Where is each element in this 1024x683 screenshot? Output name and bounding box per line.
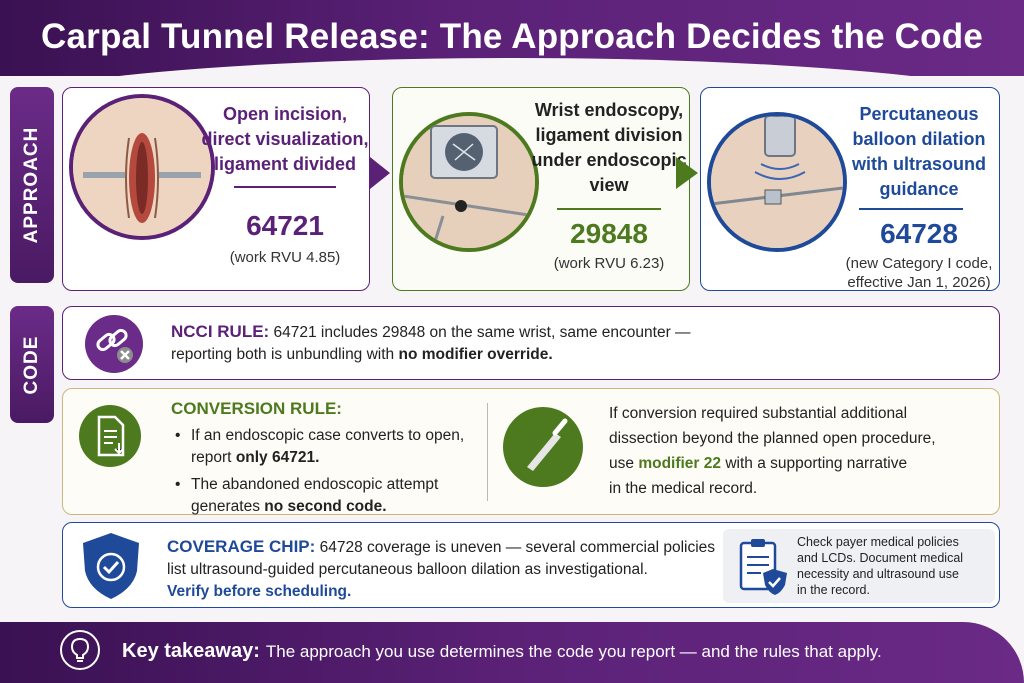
bullet-no-second-code: The abandoned endoscopic attemptgenerate… <box>175 474 475 518</box>
endoscopy-image <box>399 112 539 252</box>
tab-approach: APPROACH <box>10 87 54 283</box>
lightbulb-icon <box>60 630 100 670</box>
conversion-rule-label: CONVERSION RULE: <box>171 399 342 418</box>
key-takeaway: Key takeaway:The approach you use determ… <box>122 640 882 662</box>
scalpel-icon <box>503 407 583 487</box>
ncci-rule-text: NCCI RULE: 64721 includes 29848 on the s… <box>171 322 691 363</box>
shield-check-icon <box>79 531 143 601</box>
payer-tip-box: Check payer medical policies and LCDs. D… <box>723 529 995 603</box>
code-29848: 29848 <box>570 218 648 249</box>
ultrasound-image <box>707 112 847 252</box>
conversion-bullets: If an endoscopic case converts to open,r… <box>175 425 475 523</box>
approach-card-open: Open incision, direct visualization, lig… <box>62 87 370 291</box>
approach-card-percutaneous: Percutaneous balloon dilation with ultra… <box>700 87 1000 291</box>
coverage-chip-text: COVERAGE CHIP: 64728 coverage is uneven … <box>167 537 716 600</box>
coverage-chip-card: COVERAGE CHIP: 64728 coverage is uneven … <box>62 522 1000 608</box>
arrow-right-icon <box>370 157 390 189</box>
arrow-right-icon-2 <box>676 157 698 189</box>
code-64721: 64721 <box>246 210 324 241</box>
approach-endoscopic-description: Wrist endoscopy, ligament division under… <box>531 100 687 195</box>
bullet-report-only: If an endoscopic case converts to open,r… <box>175 425 475 469</box>
approach-percutaneous-description: Percutaneous balloon dilation with ultra… <box>852 104 986 199</box>
clipboard-check-icon <box>733 535 789 597</box>
code-64728: 64728 <box>880 218 958 249</box>
broken-link-icon <box>85 315 143 373</box>
rvu-note-percutaneous: (new Category I code, effective Jan 1, 2… <box>845 255 993 291</box>
payer-tip-text: Check payer medical policies and LCDs. D… <box>797 535 964 597</box>
modifier-22-text: If conversion required substantial addit… <box>609 405 936 497</box>
page-title: Carpal Tunnel Release: The Approach Deci… <box>40 17 983 56</box>
approach-card-endoscopic: Wrist endoscopy, ligament division under… <box>392 87 690 291</box>
footer-banner <box>0 622 1024 683</box>
approach-open-description: Open incision, direct visualization, lig… <box>201 104 369 174</box>
ncci-rule-card: NCCI RULE: 64721 includes 29848 on the s… <box>62 306 1000 380</box>
conversion-rule-card: CONVERSION RULE: If an endoscopic case c… <box>62 388 1000 515</box>
document-icon <box>79 405 141 467</box>
tab-code: CODE <box>10 306 54 423</box>
rvu-note-endoscopic: (work RVU 6.23) <box>553 255 665 272</box>
rvu-note-open: (work RVU 4.85) <box>229 249 341 266</box>
open-incision-image <box>69 94 215 240</box>
